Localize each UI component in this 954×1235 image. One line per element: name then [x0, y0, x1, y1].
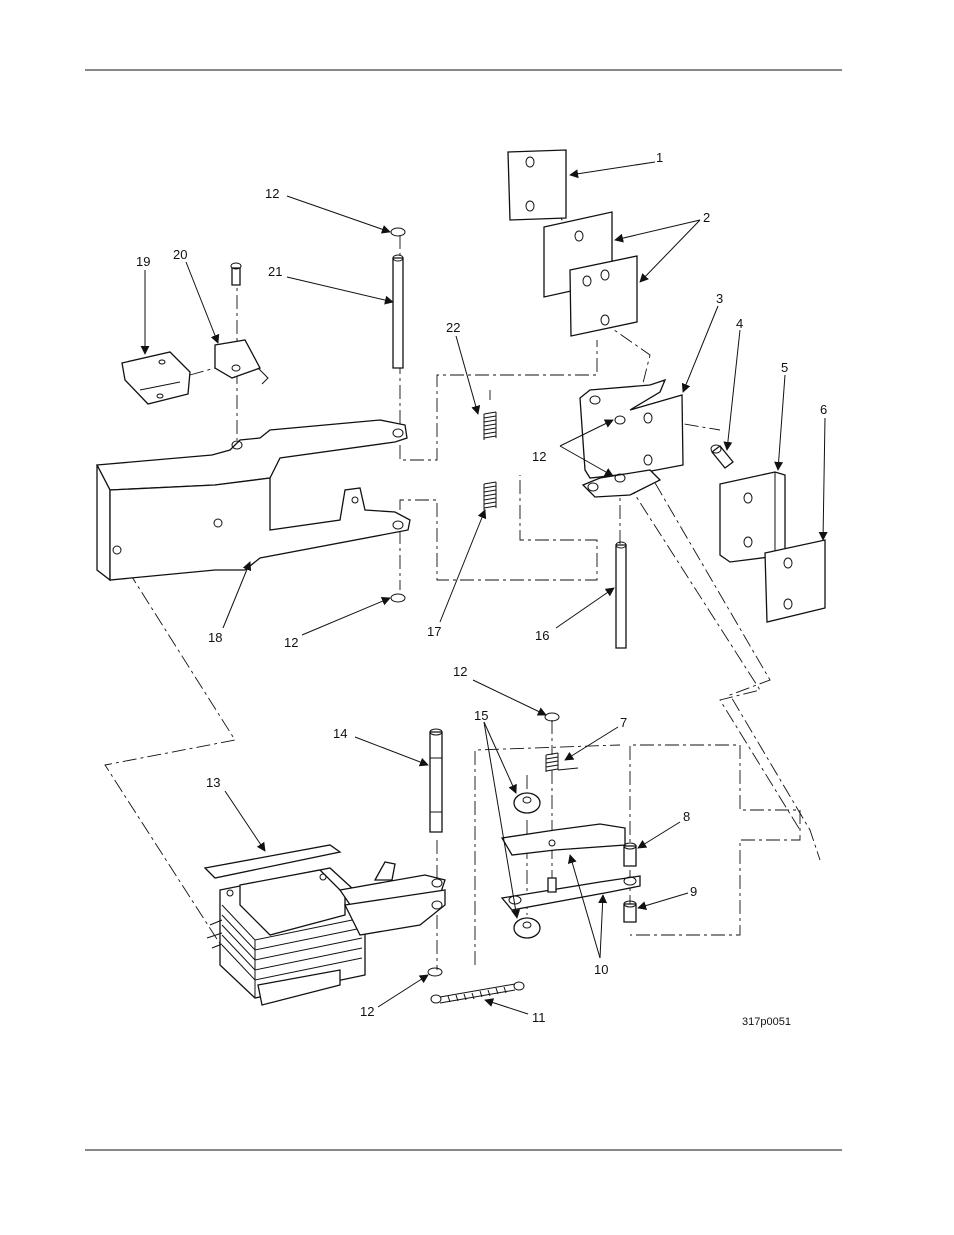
callout-5: 5 — [781, 360, 788, 375]
callout-19: 19 — [136, 254, 150, 269]
part-12-clip-mid — [544, 712, 560, 722]
callout-12-mid: 12 — [453, 664, 467, 679]
part-17-spring — [483, 481, 497, 510]
callout-9: 9 — [690, 884, 697, 899]
part-12-clip-bottom — [427, 967, 443, 977]
callout-16: 16 — [535, 628, 549, 643]
callout-1: 1 — [656, 150, 663, 165]
part-22-spring — [483, 411, 497, 440]
callout-11: 11 — [532, 1010, 546, 1025]
part-1-plate — [507, 149, 567, 221]
callout-4: 4 — [736, 316, 743, 331]
callout-2: 2 — [703, 210, 710, 225]
callout-18: 18 — [208, 630, 222, 645]
part-11-spring — [430, 981, 525, 1004]
callout-12-bottom: 12 — [360, 1004, 374, 1019]
callout-14: 14 — [333, 726, 347, 741]
part-15-rollers — [513, 792, 541, 939]
callout-12-frame: 12 — [284, 635, 298, 650]
callout-13: 13 — [206, 775, 220, 790]
callout-12-top: 12 — [265, 186, 279, 201]
callout-3: 3 — [716, 291, 723, 306]
callout-15: 15 — [474, 708, 488, 723]
part-12-clip-frame — [390, 593, 406, 603]
part-16-rod — [615, 541, 627, 649]
part-20-switch — [214, 262, 269, 385]
part-13-solenoid — [203, 844, 446, 1006]
part-2-pads — [543, 211, 638, 337]
callout-12-center: 12 — [532, 449, 546, 464]
part-4-pin — [710, 444, 734, 469]
callout-8: 8 — [683, 809, 690, 824]
callout-leaders — [140, 161, 828, 1015]
part-9-pin — [623, 900, 637, 923]
callout-10: 10 — [594, 962, 608, 977]
callout-20: 20 — [173, 247, 187, 262]
callout-22: 22 — [446, 320, 460, 335]
callout-17: 17 — [427, 624, 441, 639]
part-6-plate — [764, 539, 826, 623]
part-18-frame — [95, 419, 411, 582]
part-5-block — [719, 471, 786, 563]
drawing-number: 317p0051 — [742, 1016, 791, 1028]
part-3-bracket — [579, 378, 684, 498]
part-7-spring — [545, 752, 579, 772]
part-14-shaft — [429, 728, 443, 833]
callout-21: 21 — [268, 264, 282, 279]
part-21-rod — [392, 254, 404, 369]
callout-6: 6 — [820, 402, 827, 417]
part-19-bracket — [121, 351, 191, 405]
callout-labels: 1 2 3 4 5 6 7 8 9 10 11 12 12 12 12 12 1… — [136, 150, 827, 1028]
part-8-pin — [623, 842, 637, 867]
part-12-clip-top — [390, 227, 406, 237]
callout-7: 7 — [620, 715, 627, 730]
part-10-links — [500, 823, 641, 911]
